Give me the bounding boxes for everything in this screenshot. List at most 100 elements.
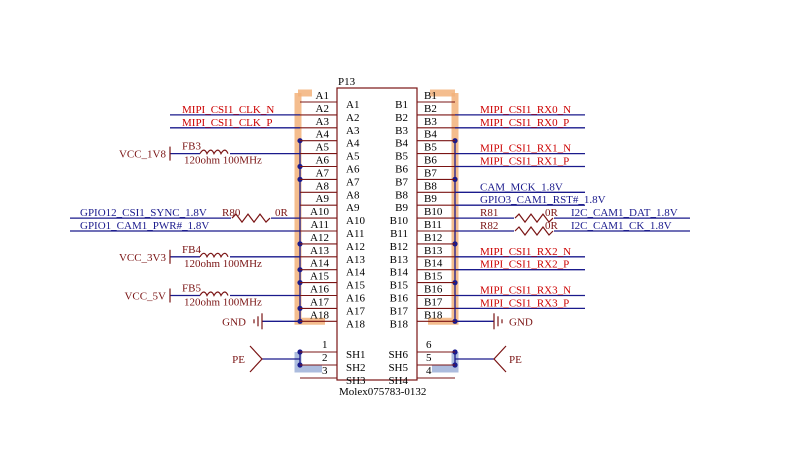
ferrite-fb4[interactable]: [199, 252, 229, 259]
connector-body[interactable]: [336, 87, 418, 381]
ferrite-value-fb5: 120ohm 100MHz: [184, 297, 262, 309]
power-label-vcc_5v: VCC_5V: [124, 291, 166, 303]
pin-name-b12: B12: [390, 241, 408, 253]
pin-number-a12: A12: [310, 232, 329, 244]
pin-number-a4: A4: [316, 129, 330, 141]
net-label-b16: MIPI_CSI1_RX3_N: [480, 285, 571, 297]
resistor-r82-value: 0R: [545, 220, 559, 232]
shield-pin-number-2: 2: [322, 352, 328, 364]
pin-name-a13: A13: [346, 254, 365, 266]
wire-layer: [70, 114, 690, 368]
pin-name-a2: A2: [346, 112, 359, 124]
pin-name-a8: A8: [346, 189, 360, 201]
pin-name-a10: A10: [346, 215, 365, 227]
net-label-b9: GPIO3_CAM1_RST#_1.8V: [480, 194, 606, 206]
ferrite-ref-fb5: FB5: [182, 283, 201, 295]
ferrite-value-fb3: 120ohm 100MHz: [184, 155, 262, 167]
pin-name-a6: A6: [346, 164, 360, 176]
pin-number-b5: B5: [424, 142, 437, 154]
pin-name-b18: B18: [390, 318, 409, 330]
pin-name-b4: B4: [395, 138, 408, 150]
shield-pin-number-6: 6: [426, 339, 432, 351]
pin-number-a1: A1: [316, 90, 329, 102]
net-label-b6: MIPI_CSI1_RX1_P: [480, 156, 569, 168]
resistor-ref-r80: R80: [222, 207, 241, 219]
power-label-vcc_3v3: VCC_3V3: [119, 252, 167, 264]
pin-number-b12: B12: [424, 232, 442, 244]
pin-name-b14: B14: [390, 267, 409, 279]
net-label-b8: CAM_MCK_1.8V: [480, 181, 563, 193]
shield-pin-number-1: 1: [322, 339, 328, 351]
pin-name-a5: A5: [346, 151, 360, 163]
pin-name-b1: B1: [395, 99, 408, 111]
net-label-a10: GPIO12_CSI1_SYNC_1.8V: [80, 207, 207, 219]
pin-number-a5: A5: [316, 142, 330, 154]
pin-number-a13: A13: [310, 245, 329, 257]
pin-number-b3: B3: [424, 116, 437, 128]
pin-number-b2: B2: [424, 103, 437, 115]
shield-pin-number-3: 3: [322, 365, 328, 377]
resistor-r81-value: 0R: [545, 207, 559, 219]
pin-number-a11: A11: [310, 219, 329, 231]
pin-number-b8: B8: [424, 180, 437, 192]
pin-number-b9: B9: [424, 193, 437, 205]
pin-number-a7: A7: [316, 167, 330, 179]
pin-name-a16: A16: [346, 293, 365, 305]
pin-number-a6: A6: [316, 155, 330, 167]
connector-ref: P13: [338, 76, 356, 88]
pin-name-a3: A3: [346, 125, 360, 137]
pin-number-a9: A9: [316, 193, 330, 205]
net-label-b5: MIPI_CSI1_RX1_N: [480, 143, 571, 155]
resistor-r82[interactable]: [514, 226, 554, 236]
shield-name-sh6: SH6: [388, 349, 408, 361]
pin-name-b9: B9: [395, 202, 408, 214]
ferrite-ref-fb4: FB4: [182, 244, 201, 256]
pin-number-b6: B6: [424, 155, 437, 167]
pe-icon-right: [493, 345, 507, 373]
pin-number-b15: B15: [424, 271, 443, 283]
connector-part-number: Molex075783-0132: [339, 386, 426, 398]
net-label-b10: I2C_CAM1_DAT_1.8V: [571, 207, 678, 219]
pin-name-b11: B11: [390, 228, 408, 240]
resistor-r82-ref: R82: [480, 220, 498, 232]
net-label-b14: MIPI_CSI1_RX2_P: [480, 259, 569, 271]
pin-name-a4: A4: [346, 138, 360, 150]
shield-name-sh2: SH2: [346, 362, 366, 374]
pin-number-b18: B18: [424, 309, 443, 321]
pin-name-b8: B8: [395, 189, 408, 201]
shield-pin-number-5: 5: [426, 352, 432, 364]
ferrite-value-fb4: 120ohm 100MHz: [184, 258, 262, 270]
shield-pin-number-4: 4: [426, 365, 432, 377]
net-label-b2: MIPI_CSI1_RX0_N: [480, 104, 571, 116]
pin-number-b17: B17: [424, 296, 443, 308]
net-label-a11: GPIO1_CAM1_PWR#_1.8V: [80, 220, 209, 232]
pin-name-b6: B6: [395, 164, 408, 176]
pin-name-b10: B10: [390, 215, 409, 227]
connector-symbol[interactable]: P13 Molex075783-0132 A1A1A2A2A3A3A4A4A5A…: [300, 76, 455, 398]
resistor-r81[interactable]: [514, 213, 554, 224]
pin-name-a1: A1: [346, 99, 359, 111]
ferrite-fb3[interactable]: [199, 149, 229, 155]
pin-number-a16: A16: [310, 284, 329, 296]
pin-number-b16: B16: [424, 284, 443, 296]
net-label-b13: MIPI_CSI1_RX2_N: [480, 246, 571, 258]
pe-label-left: PE: [232, 354, 245, 366]
pin-name-b5: B5: [395, 151, 408, 163]
shield-name-sh3: SH3: [346, 375, 366, 387]
net-label-b17: MIPI_CSI1_RX3_P: [480, 297, 569, 309]
pe-label-right: PE: [509, 354, 522, 366]
net-label-a2: MIPI_CSI1_CLK_N: [182, 104, 274, 116]
pin-name-a14: A14: [346, 267, 365, 279]
pin-name-b15: B15: [390, 280, 409, 292]
net-label-a3: MIPI_CSI1_CLK_P: [182, 117, 272, 129]
resistor-value-r80: 0R: [275, 207, 289, 219]
pin-name-a9: A9: [346, 202, 360, 214]
pin-number-b1: B1: [424, 90, 437, 102]
ferrite-fb5[interactable]: [199, 291, 229, 297]
left-shield-highlight: [294, 352, 322, 373]
resistor-r80[interactable]: [231, 213, 271, 224]
shield-name-sh5: SH5: [388, 362, 408, 374]
pin-name-b16: B16: [390, 293, 409, 305]
